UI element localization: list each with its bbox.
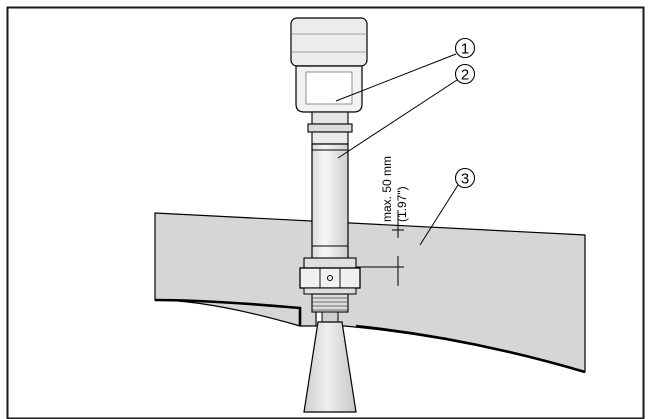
tank-wall-inner-edge-right [355, 324, 586, 374]
callout-number-3: 3 [461, 171, 469, 188]
dimension-marker [356, 210, 404, 286]
callout-circle-1 [454, 37, 476, 59]
housing-neck [311, 111, 349, 125]
callout-circle-3 [454, 167, 476, 189]
tank-wall-inner-edge [154, 298, 302, 326]
hex-nut [299, 267, 361, 289]
process-fitting [303, 257, 357, 269]
dimension-label-metric: max. 50 mm [380, 156, 394, 222]
thread [311, 293, 349, 313]
sensor-tube [311, 143, 349, 267]
callout-number-2: 2 [461, 67, 469, 84]
dimension-label-imperial: (1.97") [395, 186, 409, 222]
callout-number-1: 1 [461, 41, 469, 58]
callout-leader-2 [337, 79, 458, 159]
horn-antenna [303, 321, 357, 413]
callout-circle-2 [454, 63, 476, 85]
callout-leader-1 [335, 53, 457, 102]
callout-leader-3 [419, 184, 459, 246]
housing-cap [290, 17, 368, 67]
antenna-connector [321, 311, 339, 323]
